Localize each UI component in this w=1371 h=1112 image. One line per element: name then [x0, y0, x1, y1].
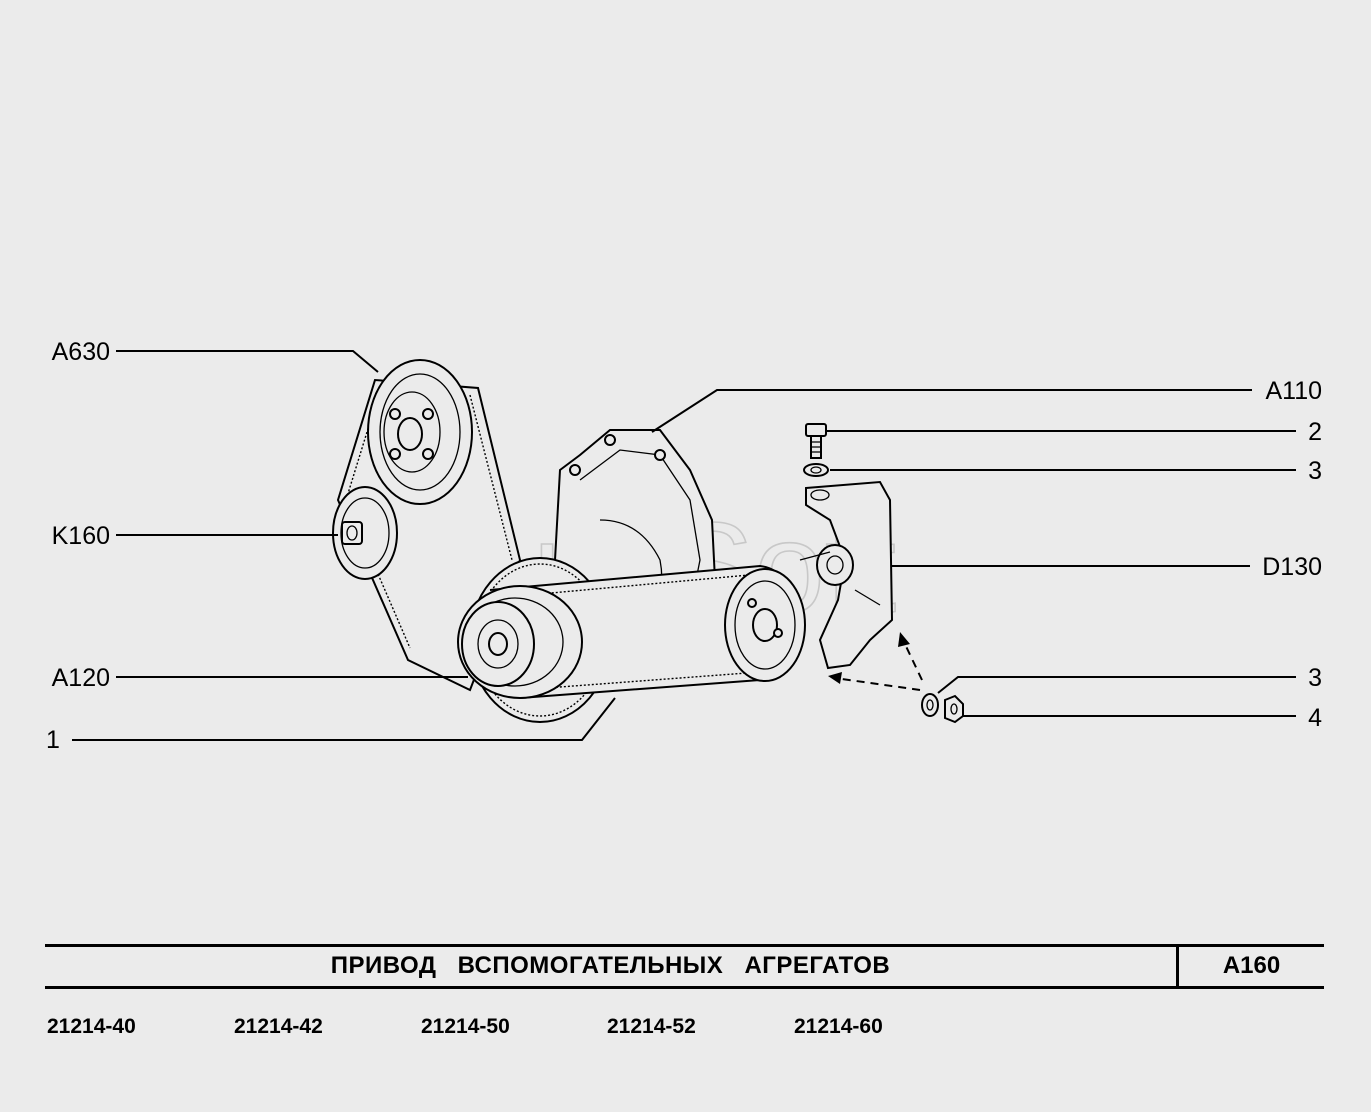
callout-a110: A110 — [1265, 377, 1322, 405]
leader-lines — [72, 350, 1296, 741]
bolt — [805, 423, 827, 459]
callout-k160: K160 — [52, 522, 110, 550]
model-code: 21214-52 — [607, 1015, 696, 1038]
callout-1: 1 — [46, 726, 60, 754]
alternator-pulley — [332, 486, 398, 580]
drawing-title: ПРИВОД ВСПОМОГАТЕЛЬНЫХ АГРЕГАТОВ — [330, 952, 891, 979]
washer-bottom — [921, 693, 939, 717]
assembly-arrows — [828, 632, 923, 691]
title-block-top-rule — [45, 944, 1324, 947]
model-code: 21214-60 — [794, 1015, 883, 1038]
drawing-code: A160 — [1222, 952, 1281, 979]
callout-4: 4 — [1308, 704, 1322, 732]
model-code: 21214-40 — [47, 1015, 136, 1038]
callout-2: 2 — [1308, 418, 1322, 446]
callout-a630: A630 — [52, 338, 110, 366]
assembly-drawing — [332, 359, 964, 724]
title-block: ПРИВОД ВСПОМОГАТЕЛЬНЫХ АГРЕГАТОВ A160 — [45, 944, 1324, 990]
callout-a120: A120 — [52, 664, 110, 692]
pump-pulley — [724, 568, 806, 682]
callout-d130: D130 — [1262, 553, 1322, 581]
pump-bracket — [799, 480, 894, 670]
model-code: 21214-50 — [421, 1015, 510, 1038]
callout-3-bottom: 3 — [1308, 664, 1322, 692]
model-code: 21214-42 — [234, 1015, 323, 1038]
title-block-bottom-rule — [45, 986, 1324, 989]
water-pump-pulley — [367, 359, 473, 505]
title-block-divider — [1176, 944, 1179, 989]
washer-top — [803, 463, 829, 477]
nut — [944, 694, 964, 724]
crankshaft-pulley — [457, 585, 583, 699]
callout-3-top: 3 — [1308, 457, 1322, 485]
